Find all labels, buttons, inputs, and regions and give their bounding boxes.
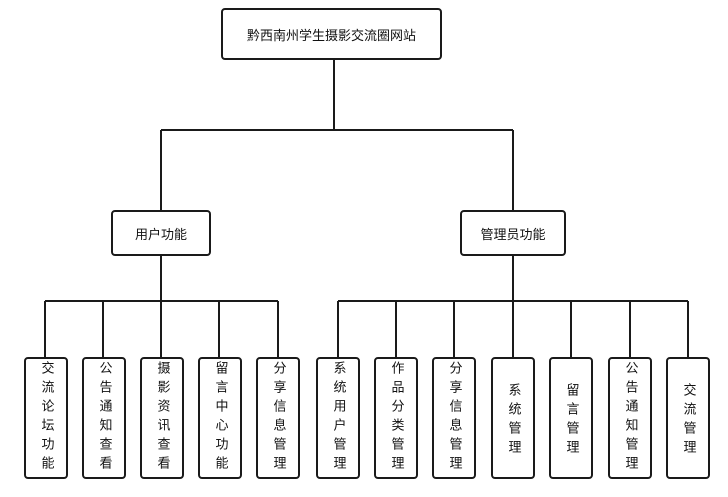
admin-functions-node: 管理员功能 [460, 210, 566, 256]
leaf-label: 系统管理 [505, 383, 521, 459]
user-leaf-notice-view: 公告通知查看 [82, 357, 126, 479]
leaf-label: 分享信息管理 [270, 361, 286, 475]
user-leaf-share-manage: 分享信息管理 [256, 357, 300, 479]
leaf-label: 作品分类管理 [388, 361, 404, 475]
leaf-label: 公告通知管理 [622, 361, 638, 475]
leaf-label: 分享信息管理 [446, 361, 462, 475]
leaf-label: 系统用户管理 [330, 361, 346, 475]
admin-leaf-notice-manage: 公告通知管理 [608, 357, 652, 479]
leaf-label: 交流管理 [680, 383, 696, 459]
leaf-label: 留言中心功能 [212, 361, 228, 475]
user-functions-label: 用户功能 [134, 227, 187, 243]
user-leaf-message-center: 留言中心功能 [198, 357, 242, 479]
admin-leaf-system-user: 系统用户管理 [316, 357, 360, 479]
leaf-label: 交流论坛功能 [38, 361, 54, 475]
user-leaf-forum: 交流论坛功能 [24, 357, 68, 479]
leaf-label: 留言管理 [563, 383, 579, 459]
admin-leaf-work-category: 作品分类管理 [374, 357, 418, 479]
leaf-label: 公告通知查看 [96, 361, 112, 475]
root-node: 黔西南州学生摄影交流圈网站 [221, 8, 442, 60]
admin-leaf-share-manage: 分享信息管理 [432, 357, 476, 479]
admin-leaf-system-manage: 系统管理 [491, 357, 535, 479]
user-leaf-photo-news-view: 摄影资讯查看 [140, 357, 184, 479]
admin-leaf-message-manage: 留言管理 [549, 357, 593, 479]
user-functions-node: 用户功能 [111, 210, 211, 256]
root-label: 黔西南州学生摄影交流圈网站 [246, 28, 416, 44]
admin-functions-label: 管理员功能 [480, 227, 546, 243]
leaf-label: 摄影资讯查看 [154, 361, 170, 475]
admin-leaf-exchange-manage: 交流管理 [666, 357, 710, 479]
